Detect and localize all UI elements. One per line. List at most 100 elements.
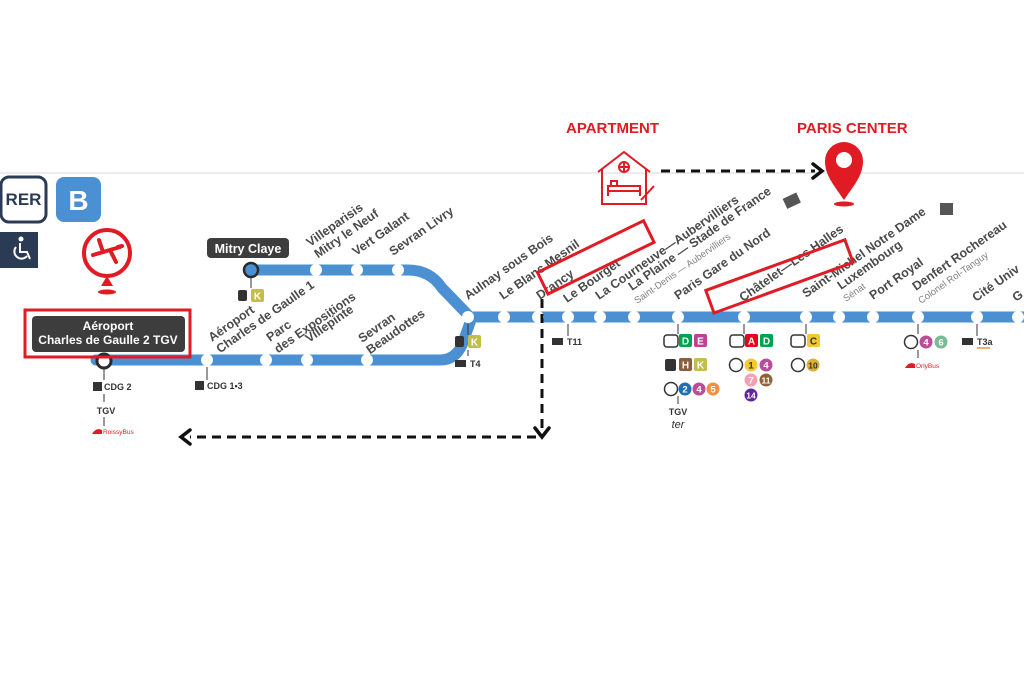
rer-text: RER [6,190,42,209]
cdg2-connections: CDG 2 TGV RoissyBus [92,368,134,436]
t11-label: T11 [567,337,582,347]
train-icon [665,359,676,371]
rer-logo: RER [0,175,48,224]
bourget-highlight [535,218,657,297]
ticket-icon [782,192,801,209]
highlights [23,218,855,359]
rer-c: C [810,337,817,348]
t4-label: T4 [470,359,481,369]
mitry-claye-label: Mitry Claye [207,238,289,258]
metro-icon [790,357,806,373]
metro-2: 2 [682,385,687,396]
metro-1: 1 [748,361,754,372]
metro-10: 10 [808,361,818,371]
station-dot[interactable] [738,311,750,323]
line-letter: B [68,185,88,216]
station-sevran-beaudottes: SevranBeaudottes [356,295,428,357]
train-icon [455,336,464,347]
station-dot[interactable] [628,311,640,323]
tgv-label: TGV [669,407,688,417]
station-dot[interactable] [912,311,924,323]
metro-icon [663,381,679,397]
metro-7: 7 [748,376,753,387]
rer-d: D [682,337,689,348]
station-dot[interactable] [1012,311,1024,323]
train-icon [238,290,247,301]
airplane-icon [93,382,102,391]
station-cdg13: AéroportCharles de Gaulle 1 [206,266,317,356]
metro-icon [728,357,744,373]
orlybus-icon [905,363,915,368]
mitry-connections: K [238,278,264,303]
gare-du-nord-connections: D E H K 2 4 5 TGV ter [663,324,720,431]
cdg2-highlight [23,308,192,359]
station-dot[interactable] [867,311,879,323]
rer-d: D [763,337,770,348]
chatelet-connections: A D 1 4 7 11 14 [728,324,773,402]
station-dot[interactable] [971,311,983,323]
terminal-name: Mitry Claye [215,242,282,256]
ter-label: ter [672,419,686,431]
cdg13-code: CDG 1•3 [207,381,243,391]
station-dot[interactable] [498,311,510,323]
cdg2-code: CDG 2 [104,382,132,392]
station-dot[interactable] [201,354,213,366]
station-g: G [1010,287,1024,304]
station-dot[interactable] [260,354,272,366]
route-arrows [190,169,815,439]
text-line: Aéroport [83,319,134,333]
transilien-k: K [471,338,479,349]
roissybus-icon [92,429,102,434]
station-dot[interactable] [594,311,606,323]
transilien-k: K [254,292,262,303]
station-dot[interactable] [361,354,373,366]
station-dot[interactable] [672,311,684,323]
paris-center-label: PARIS CENTER [797,120,908,137]
saint-michel-connections: C 10 [790,324,820,373]
station-dot[interactable] [462,311,474,323]
text-line: Charles de Gaulle 2 TGV [38,333,177,347]
station-dot[interactable] [301,354,313,366]
location-pin-icon [825,142,863,207]
rer-e: E [697,337,704,348]
station-villeparisis: VilleparisisMitry le Neuf [304,194,382,260]
line-b-logo: B [56,177,101,222]
metro-icon [903,334,919,350]
metro-4: 4 [923,338,929,349]
station-dots [201,264,1024,366]
tram-icon [455,360,466,367]
ticket-icon [940,203,953,215]
cdg13-connections: CDG 1•3 [195,367,243,391]
metro-4: 4 [696,385,702,396]
transilien-k: K [697,361,705,372]
wheelchair-icon [0,232,38,268]
station-dot[interactable] [800,311,812,323]
chatelet-highlight [703,237,855,315]
rer-small-icon [790,334,806,348]
roissybus-label: RoissyBus [103,429,134,436]
station-dot[interactable] [562,311,574,323]
airport-icon [82,228,132,295]
station-dot[interactable] [351,264,363,276]
metro-5: 5 [710,385,716,396]
orlybus-label: OrlyBus [916,363,940,370]
cite-univ-connections: T3a [962,324,994,349]
rer-small-icon [663,334,679,348]
station-dot[interactable] [833,311,845,323]
aulnay-connections: K T4 [455,324,481,369]
station-dot[interactable] [392,264,404,276]
metro-6: 6 [938,338,943,349]
tram-icon [962,338,973,345]
station-dot[interactable] [310,264,322,276]
apartment-label: APARTMENT [566,120,659,137]
metro-11: 11 [762,376,771,386]
denfert-connections: 4 6 OrlyBus [903,324,948,370]
arrow-heads [178,162,825,446]
bourget-connections: T11 [552,324,582,347]
tram-icon [552,338,563,345]
metro-14: 14 [746,391,756,401]
station-sevran-livry: Sevran Livry [387,204,457,259]
metro-4: 4 [763,361,769,372]
